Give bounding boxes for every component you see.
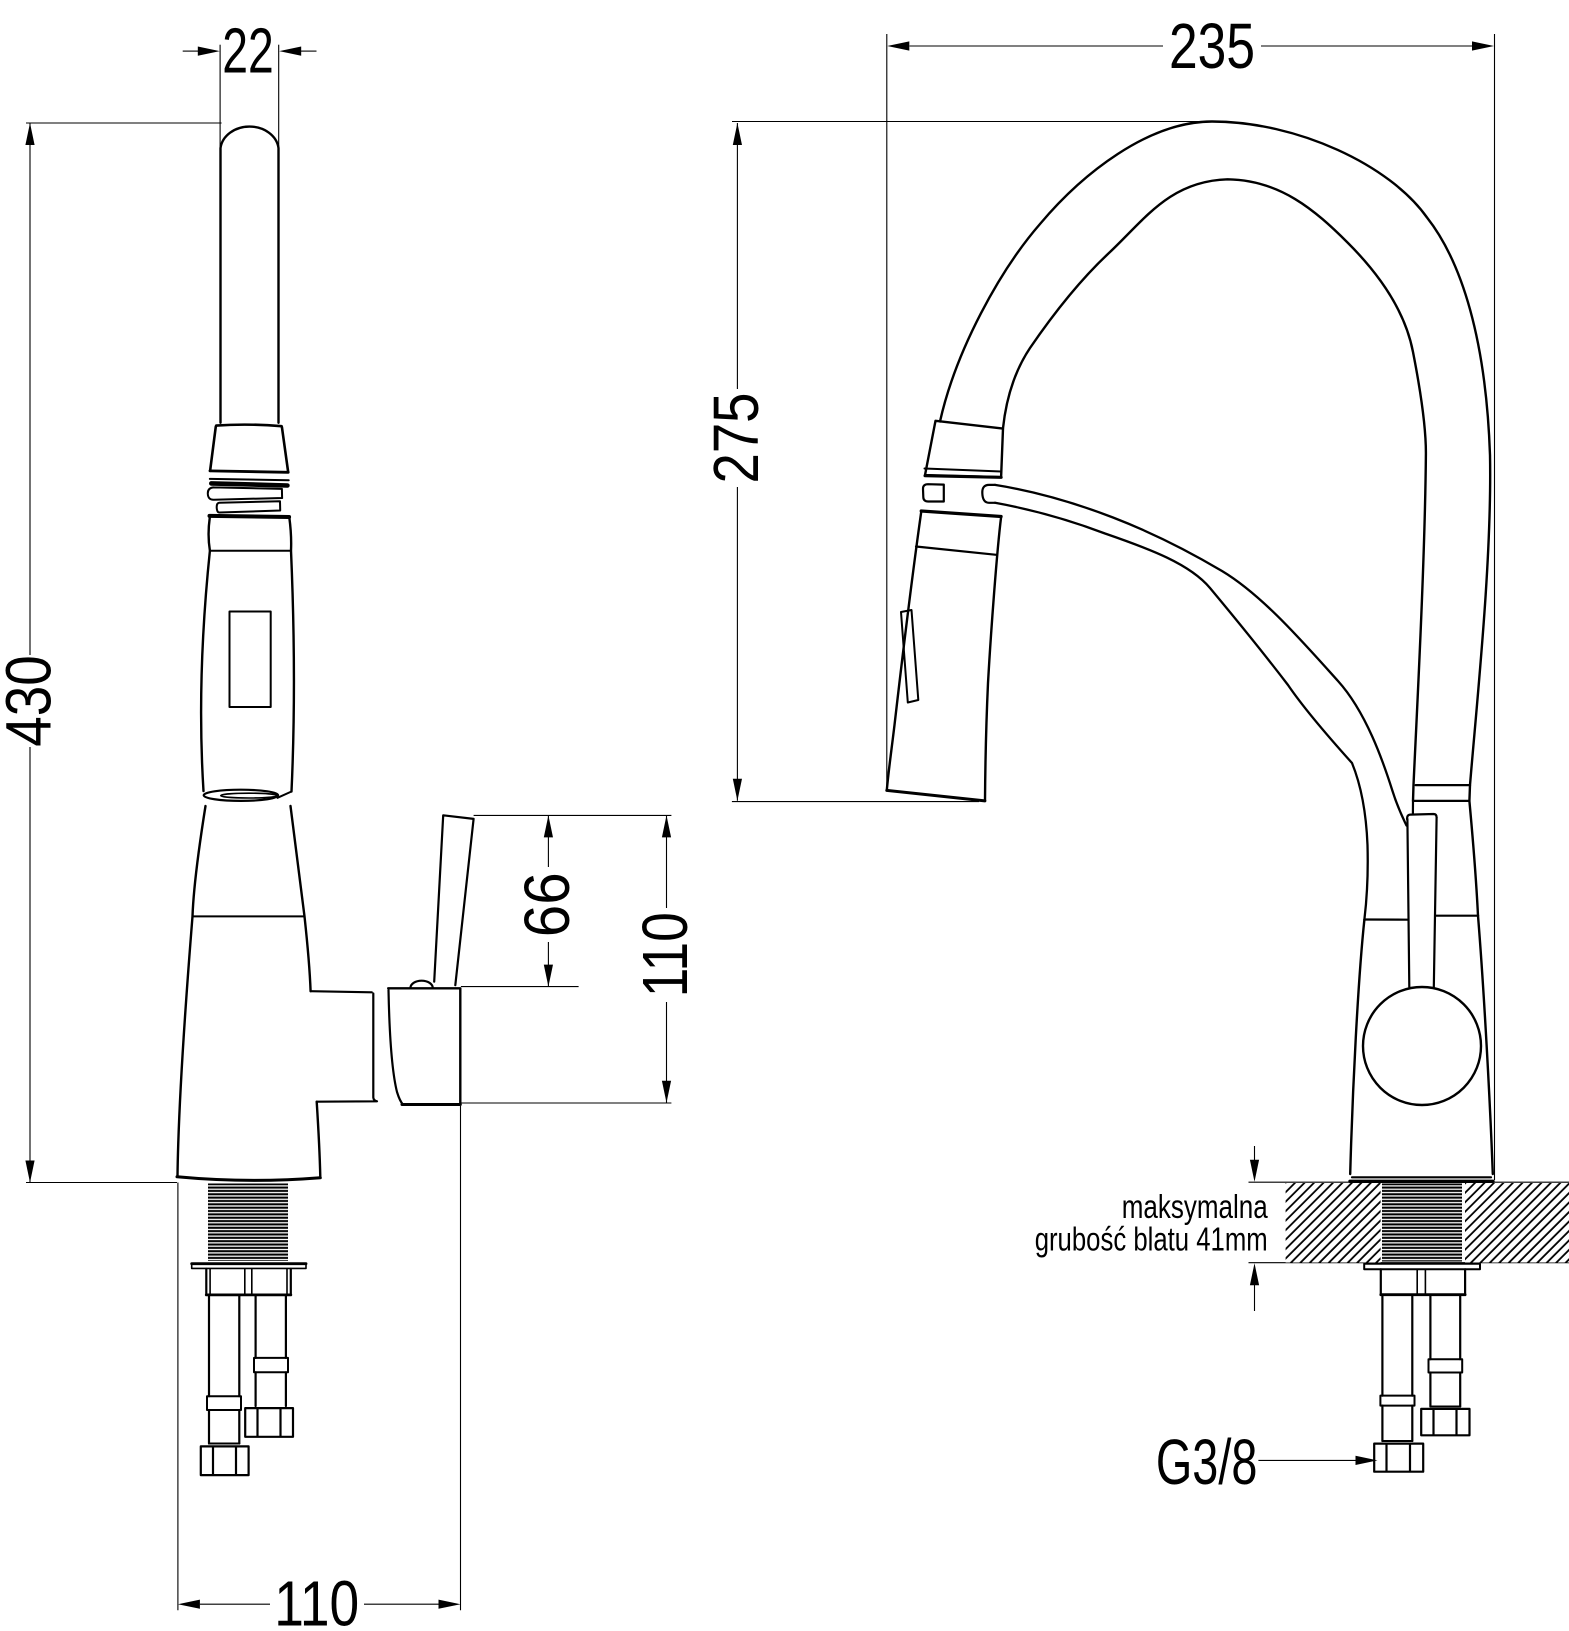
svg-text:66: 66 — [511, 872, 583, 937]
svg-text:110: 110 — [274, 1568, 359, 1631]
svg-text:235: 235 — [1169, 10, 1255, 82]
svg-text:maksymalna: maksymalna — [1122, 1188, 1269, 1225]
svg-text:22: 22 — [222, 15, 274, 87]
svg-text:275: 275 — [700, 393, 772, 484]
svg-text:110: 110 — [629, 912, 701, 997]
svg-text:grubość blatu 41mm: grubość blatu 41mm — [1035, 1221, 1268, 1258]
svg-text:G3/8: G3/8 — [1156, 1426, 1258, 1498]
svg-text:430: 430 — [0, 655, 64, 747]
